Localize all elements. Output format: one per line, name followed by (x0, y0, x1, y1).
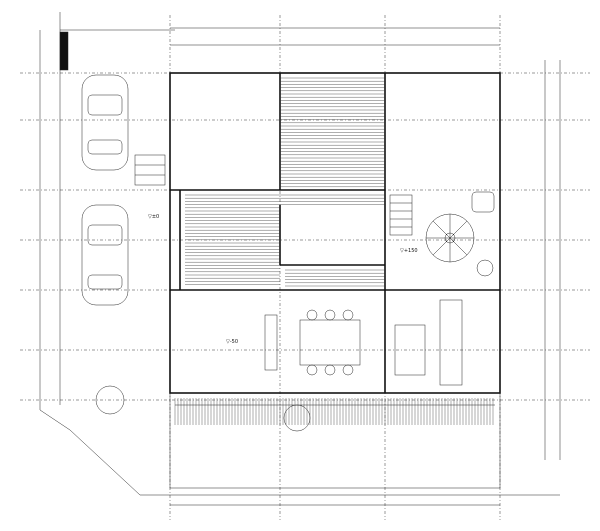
straight-stair (389, 194, 413, 236)
site-boundary (39, 12, 560, 496)
entrance-steps (134, 154, 166, 186)
dimension-lines (170, 27, 561, 506)
dining-table (299, 309, 361, 376)
kitchen-counter (264, 299, 463, 386)
bathroom-fixtures (471, 191, 495, 277)
spiral-staircase (425, 213, 475, 263)
car-icon-bottom (81, 204, 129, 306)
entrance-level-label: ▽+150 (400, 248, 418, 254)
deck-hatching (174, 77, 494, 425)
garage-level-label: ▽±0 (148, 214, 159, 220)
yard-level-label: ▽-50 (226, 339, 238, 345)
yard-outline (169, 392, 501, 489)
car-icon-top (81, 74, 129, 171)
